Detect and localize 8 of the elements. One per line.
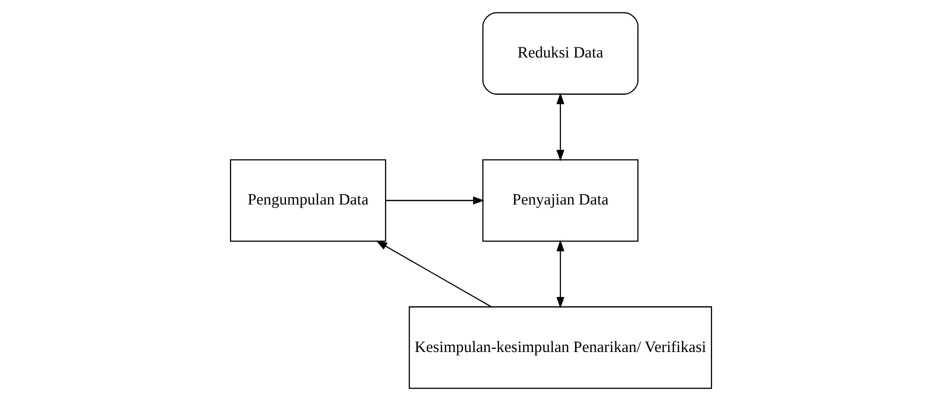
node-box: Penyajian Data — [482, 159, 638, 242]
node-box: Reduksi Data — [482, 12, 638, 95]
arrow — [556, 240, 564, 308]
node-box: Pengumpulan Data — [229, 159, 386, 242]
arrow — [556, 92, 564, 162]
arrow — [375, 240, 492, 308]
arrow — [385, 196, 484, 204]
node-box: Kesimpulan-kesimpulan Penarikan/ Verifikasi — [408, 306, 712, 389]
